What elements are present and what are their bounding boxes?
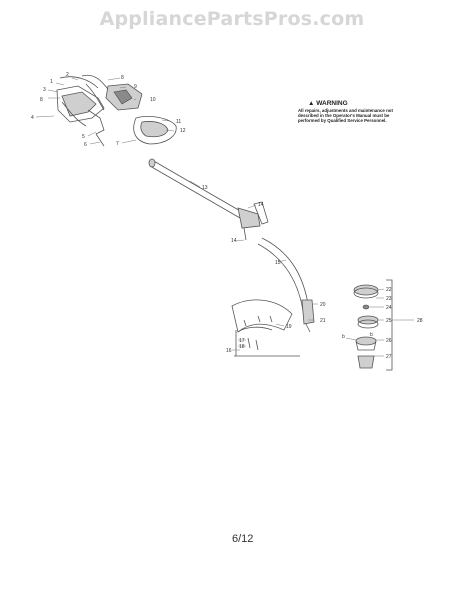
warning-triangle-icon: ▲ (308, 100, 315, 107)
shaft-end (148, 158, 156, 168)
callout-16: 16 (226, 348, 232, 354)
shaft-tip (305, 323, 311, 333)
spool-cap (353, 284, 379, 296)
shaft-lower-end (301, 299, 315, 325)
callout-9: 9 (134, 84, 137, 90)
callout-15: 15 (275, 260, 281, 266)
housing-body (355, 340, 377, 351)
spring (362, 304, 370, 310)
callout-20: 20 (320, 302, 326, 308)
callout-14b: 14 (231, 238, 237, 244)
coupler-bolt (243, 227, 247, 241)
callout-22: 22 (386, 287, 392, 293)
callout-b2: b (370, 332, 373, 338)
upper-shaft-top (151, 159, 243, 213)
callout-28: 28 (417, 318, 423, 324)
housing (355, 336, 377, 346)
callout-26: 26 (386, 338, 392, 344)
switch (113, 89, 133, 105)
callout-7: 7 (116, 141, 119, 147)
callout-13: 13 (202, 185, 208, 191)
callout-3: 3 (43, 87, 46, 93)
callout-25: 25 (386, 318, 392, 324)
callout-11: 11 (176, 119, 181, 125)
callout-21: 21 (320, 318, 326, 324)
guard-group (231, 299, 300, 357)
callout-labels: 1 2 3 4 5 6 7 8 8 9 10 11 12 13 14 14 15… (31, 72, 423, 360)
callout-6: 6 (84, 142, 87, 148)
warning-body: All repairs, adjustments and maintenance… (298, 108, 393, 124)
handle-housing-inner (61, 91, 97, 117)
handle-housing-group (56, 74, 177, 147)
callout-4: 4 (31, 115, 34, 121)
callout-27: 27 (386, 354, 392, 360)
warning-notice: ▲ WARNING All repairs, adjustments and m… (298, 100, 398, 124)
callout-8b: 8 (40, 97, 43, 103)
guard-edge (237, 326, 273, 333)
callout-8: 8 (121, 75, 124, 81)
wire-1 (59, 76, 99, 89)
debris-guard (231, 299, 293, 333)
watermark: AppliancePartsPros.com (99, 8, 365, 30)
lower-shaft-inner (257, 243, 305, 319)
bump-knob (357, 355, 375, 369)
callout-18: 18 (239, 344, 245, 350)
page-number: 6/12 (232, 533, 254, 545)
spool-rim (357, 319, 379, 329)
callout-10: 10 (150, 97, 156, 103)
spool-cap-rim (353, 287, 379, 299)
callout-1: 1 (50, 79, 53, 85)
housing-edge (61, 101, 87, 127)
wire-2 (81, 74, 111, 93)
callout-24: 24 (386, 305, 392, 311)
callout-17: 17 (239, 338, 245, 344)
callout-12: 12 (180, 128, 186, 134)
warning-title: ▲ WARNING (308, 100, 348, 107)
wire-3 (85, 83, 105, 111)
upper-shaft-group (148, 158, 269, 241)
upper-shaft-bottom (149, 165, 241, 219)
handle-cover-inner (140, 121, 169, 138)
trimmer-head-group (353, 279, 393, 371)
callout-19: 19 (286, 324, 292, 330)
guard-ribs (243, 315, 273, 327)
guard-screws (247, 337, 259, 351)
callout-14a: 14 (258, 202, 264, 208)
leader-lines (35, 77, 385, 357)
callout-2: 2 (66, 72, 69, 78)
coupler (237, 207, 261, 229)
callout-23: 23 (386, 296, 392, 302)
bracket-28 (386, 279, 393, 371)
lower-shaft-group (257, 237, 315, 333)
callout-b1: b (342, 334, 345, 340)
coupler-knob (253, 201, 269, 225)
callout-5: 5 (82, 134, 85, 140)
handle-cover (133, 116, 177, 145)
trigger (87, 109, 105, 135)
trigger-spring (95, 133, 105, 147)
handle-housing-left (56, 85, 105, 123)
